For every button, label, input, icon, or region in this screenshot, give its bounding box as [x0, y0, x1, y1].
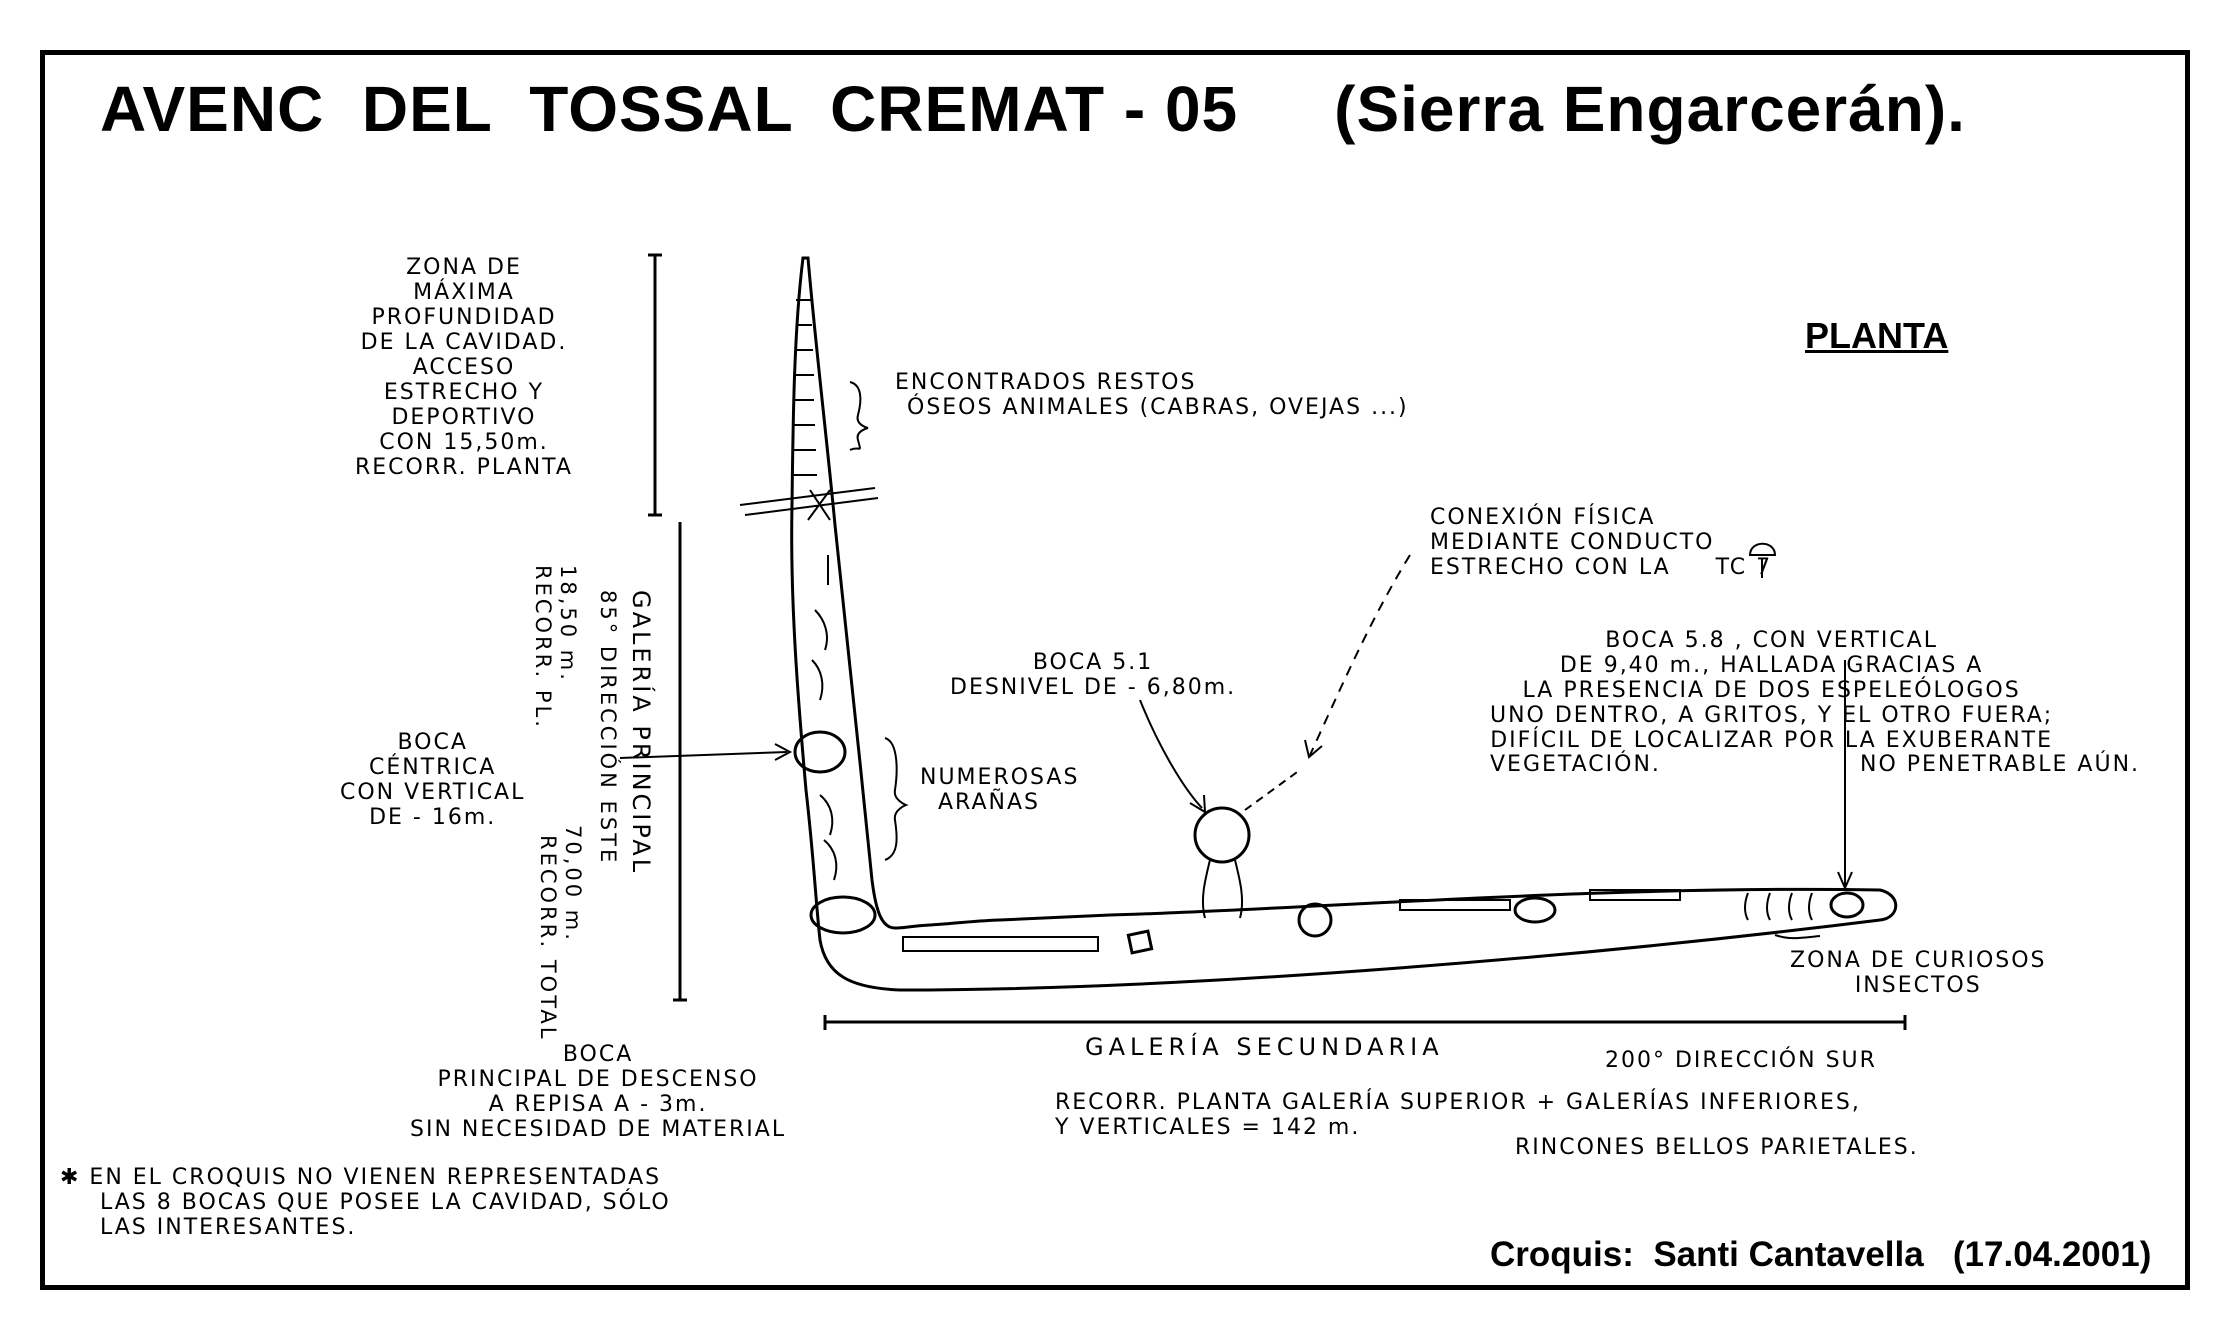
connection-dashes [1244, 769, 1301, 811]
label-recorr-total: RECORR. TOTAL [536, 835, 560, 1042]
boca-centrica-arrow [619, 751, 788, 759]
view-label: PLANTA [1805, 315, 1949, 356]
square-marker [1126, 929, 1154, 955]
boca-51-circle [1193, 806, 1251, 864]
rock-marker-2 [1513, 896, 1557, 924]
insect-arcs [1744, 892, 1813, 921]
rock-marker-1 [1297, 902, 1333, 938]
label-direccion-este: 85° DIRECCIÓN ESTE [596, 590, 620, 866]
credit-line: Croquis: Santi Cantavella (17.04.2001) [1490, 1235, 2152, 1274]
boca-51-neck [1201, 859, 1244, 919]
title-region: (Sierra Engarcerán). [1334, 73, 1966, 145]
note-survey: RECORR. PLANTA GALERÍA SUPERIOR + GALERÍ… [1055, 1090, 1861, 1140]
secondary-gallery-ladders [902, 889, 1681, 952]
tc7-label: TC 7 [1715, 555, 1773, 580]
label-direccion-sur: 200° DIRECCIÓN SUR [1605, 1048, 1877, 1073]
boca-centrica-ellipse [793, 730, 847, 774]
page-title: AVENC DEL TOSSAL CREMAT - 05 (Sierra Enga… [100, 72, 1966, 146]
boca-51-arrow [1139, 699, 1203, 809]
title-main: AVENC DEL TOSSAL CREMAT - 05 [100, 73, 1239, 145]
label-recorr-pl-value: 18,50 m. [556, 565, 580, 683]
boca-principal-ellipse [809, 895, 877, 935]
bones-brace [849, 381, 869, 451]
note-vegetation: VEGETACIÓN.NO PENETRABLE AÚN. [1490, 752, 2141, 777]
gallery-arcs [811, 609, 838, 881]
label-galeria-secundaria: GALERÍA SECUNDARIA [1085, 1033, 1444, 1061]
diagram-frame [40, 50, 2190, 1290]
insects-brace [1774, 934, 1821, 940]
tc7-symbol [1748, 542, 1777, 578]
label-galeria-principal: GALERÍA PRINCIPAL [627, 590, 655, 876]
label-recorr-total-value: 70,00 m. [561, 825, 585, 943]
note-parietales: RINCONES BELLOS PARIETALES. [1515, 1135, 1919, 1160]
main-gallery-outline [790, 256, 1898, 992]
top-shaft-hatches [793, 299, 817, 476]
boca-58-ellipse [1829, 891, 1865, 919]
cross-marker [739, 487, 879, 521]
connection-arrow [1309, 554, 1411, 756]
label-recorr-pl: RECORR. PL. [531, 565, 555, 730]
spiders-brace [884, 737, 909, 861]
